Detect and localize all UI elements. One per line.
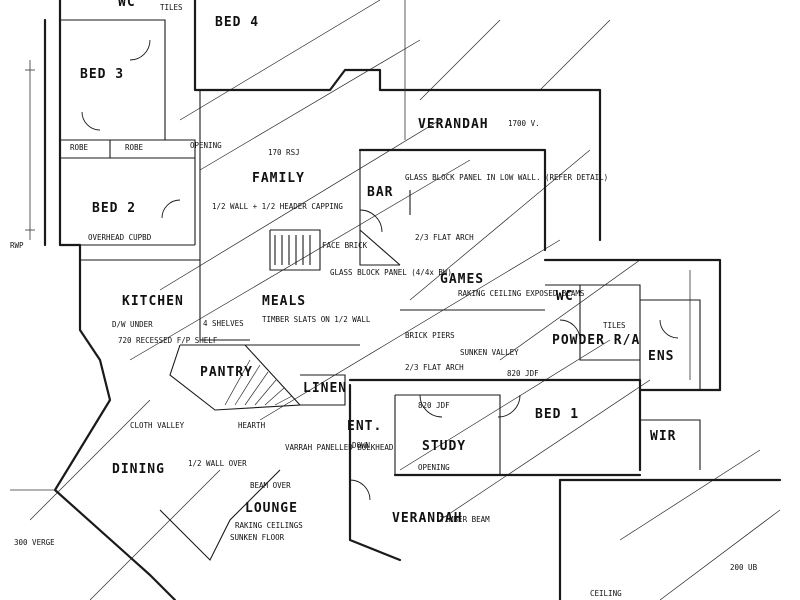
note-verge: 300 VERGE (14, 538, 55, 547)
room-label-study: STUDY (422, 439, 466, 454)
room-label-bed4: BED 4 (215, 15, 259, 30)
room-label-meals: MEALS (262, 294, 306, 309)
note-glass-block-bar: GLASS BLOCK PANEL IN LOW WALL. (REFER DE… (405, 173, 608, 182)
note-raised-fp: 720 RECESSED F/P SHELF (118, 336, 218, 345)
dimension-lines (10, 0, 691, 491)
note-wall-header: 1/2 WALL + 1/2 HEADER CAPPING (212, 202, 343, 211)
note-verandah-dim: 1700 V. (508, 119, 540, 128)
note-ub: 200 UB (730, 563, 758, 572)
note-shelves: 4 SHELVES (203, 319, 244, 328)
note-dw-under: D/W UNDER (112, 320, 153, 329)
room-label-bed2: BED 2 (92, 201, 136, 216)
room-label-bed1: BED 1 (535, 407, 579, 422)
note-timber-slats: TIMBER SLATS ON 1/2 WALL (262, 315, 371, 324)
diagonal-hatching (29, 0, 781, 600)
room-label-family: FAMILY (252, 171, 305, 186)
room-label-wc2: WC (556, 289, 574, 304)
room-label-wir: WIR (650, 429, 676, 444)
note-down: DOWN (352, 441, 370, 450)
note-opening: OPENING (190, 141, 222, 150)
door-swings (81, 39, 679, 501)
note-sunken-valley: SUNKEN VALLEY (460, 348, 519, 357)
note-opening-study: OPENING (418, 463, 450, 472)
room-label-kitchen: KITCHEN (122, 294, 184, 309)
note-half-wall-over: 1/2 WALL OVER (188, 459, 247, 468)
room-label-lounge: LOUNGE (245, 501, 298, 516)
room-label-wc: WC (118, 0, 136, 10)
note-cloth-valley: CLOTH VALLEY (130, 421, 185, 430)
room-label-ens: ENS (648, 349, 674, 364)
note-tiles-powder: TILES (603, 321, 626, 330)
room-label-bar: BAR (367, 185, 393, 200)
note-robe-1: ROBE (70, 143, 89, 152)
room-label-games: GAMES (440, 272, 484, 287)
note-flat-arch-2: 2/3 FLAT ARCH (405, 363, 464, 372)
room-label-linen: LINEN (303, 381, 347, 396)
note-lintel-family: 170 RSJ (268, 148, 300, 157)
note-ceiling-bottom: CEILING (590, 589, 622, 598)
note-jdf-1: 820 JDF (418, 401, 450, 410)
note-raking-lounge: RAKING CEILINGS (235, 521, 303, 530)
note-rwp: RWP (10, 241, 24, 250)
note-hearth: HEARTH (238, 421, 266, 430)
room-label-verandah-top: VERANDAH (418, 117, 489, 132)
note-beam-over: BEAM OVER (250, 481, 291, 490)
room-label-bed3: BED 3 (80, 67, 124, 82)
room-label-dining: DINING (112, 462, 165, 477)
note-raking-games: RAKING CEILING EXPOSED BEAMS (458, 289, 585, 298)
note-face-brick: FACE BRICK (322, 241, 368, 250)
room-label-pantry: PANTRY (200, 365, 253, 380)
note-robe-2: ROBE (125, 143, 144, 152)
interior-walls (60, 19, 701, 561)
note-brick-piers: BRICK PIERS (405, 331, 455, 340)
note-varnah: VARRAH PANELLED BULKHEAD (285, 443, 394, 452)
room-label-powder: POWDER R/A (552, 333, 640, 348)
note-sunken-floor: SUNKEN FLOOR (230, 533, 285, 542)
room-label-ent: ENT. (347, 419, 382, 434)
note-tiles-top: TILES (160, 3, 183, 12)
note-flat-arch-1: 2/3 FLAT ARCH (415, 233, 474, 242)
stair-treads (274, 235, 311, 265)
note-overhead-cupbd: OVERHEAD CUPBD (88, 233, 152, 242)
note-glass-block-meals: GLASS BLOCK PANEL (4/4x BW) (330, 268, 452, 277)
note-jdf-2: 820 JDF (507, 369, 539, 378)
room-label-verandah-bottom: VERANDAH (392, 511, 463, 526)
hearth-hatch (224, 359, 293, 406)
note-timber-beam: TIMBER BEAM (440, 515, 490, 524)
